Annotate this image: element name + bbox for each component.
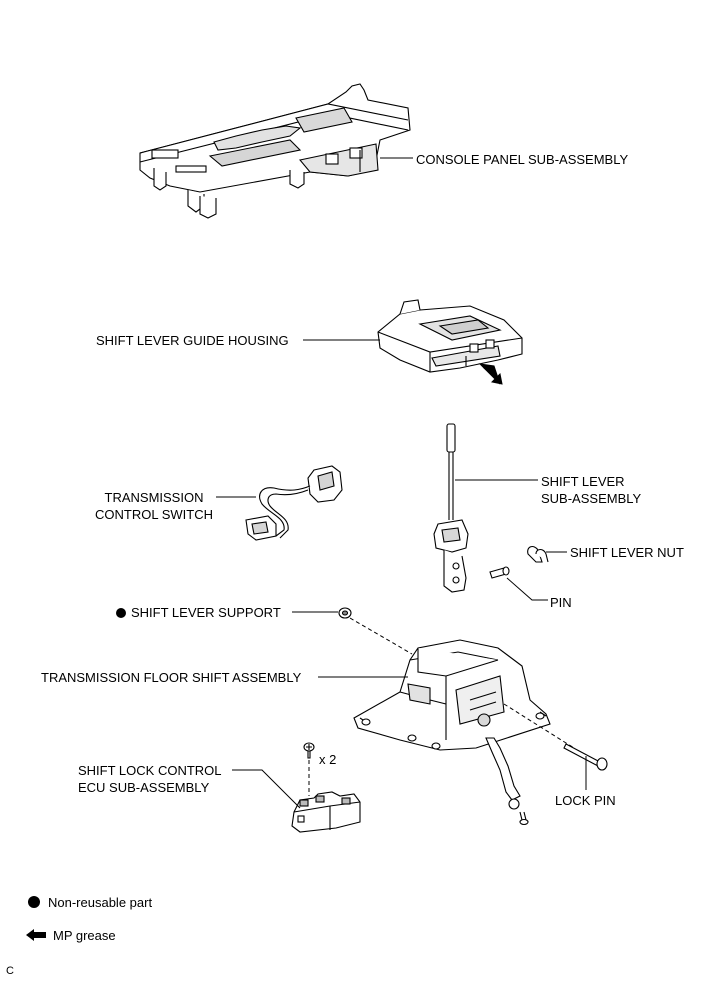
label-shift-lock-line1: SHIFT LOCK CONTROL [78, 763, 222, 778]
non-reusable-dot-icon [116, 608, 126, 618]
label-control-switch-line1: TRANSMISSION [104, 490, 204, 505]
label-guide-housing: SHIFT LEVER GUIDE HOUSING [96, 333, 289, 348]
label-control-switch-line2: CONTROL SWITCH [95, 507, 213, 522]
label-shift-lever-nut: SHIFT LEVER NUT [570, 545, 684, 560]
screw-drawing [303, 742, 315, 759]
legend-non-reusable: Non-reusable part [28, 894, 152, 911]
pin-leader [506, 577, 548, 601]
label-shift-lever-support-text: SHIFT LEVER SUPPORT [131, 605, 281, 620]
label-control-switch: TRANSMISSION CONTROL SWITCH [82, 489, 226, 523]
filled-circle-icon [28, 896, 40, 908]
console-panel-drawing [139, 83, 411, 219]
label-shift-lock-line2: ECU SUB-ASSEMBLY [78, 780, 210, 795]
legend-mp-grease: MP grease [26, 927, 116, 944]
pin-drawing [489, 566, 510, 579]
shift-lever-support-dashline [349, 617, 413, 655]
label-shift-lever: SHIFT LEVER SUB-ASSEMBLY [541, 473, 641, 507]
arrow-icon [478, 363, 503, 385]
shift-lever-nut-drawing [527, 545, 549, 563]
left-arrow-icon [26, 929, 46, 941]
label-qty: x 2 [319, 752, 337, 767]
label-console-panel: CONSOLE PANEL SUB-ASSEMBLY [416, 152, 629, 167]
label-shift-lever-support: SHIFT LEVER SUPPORT [116, 604, 281, 621]
legend-non-reusable-text: Non-reusable part [48, 895, 153, 910]
shift-lock-ecu-drawing [291, 791, 361, 833]
label-pin: PIN [550, 595, 572, 610]
control-switch-drawing [245, 465, 343, 541]
legend-mp-grease-text: MP grease [53, 928, 116, 943]
shift-lever-drawing [433, 423, 469, 593]
guide-housing-drawing [377, 299, 523, 373]
shift-lock-leader [232, 769, 301, 809]
label-shift-lever-line1: SHIFT LEVER [541, 474, 625, 489]
lock-pin-drawing [563, 743, 608, 771]
shift-lever-support-drawing [338, 607, 352, 619]
label-floor-shift: TRANSMISSION FLOOR SHIFT ASSEMBLY [41, 670, 302, 685]
label-shift-lever-line2: SUB-ASSEMBLY [541, 491, 642, 506]
floor-shift-drawing [353, 639, 551, 826]
label-lock-pin: LOCK PIN [555, 793, 616, 808]
label-shift-lock: SHIFT LOCK CONTROL ECU SUB-ASSEMBLY [78, 762, 222, 796]
corner-mark: C [6, 965, 14, 977]
